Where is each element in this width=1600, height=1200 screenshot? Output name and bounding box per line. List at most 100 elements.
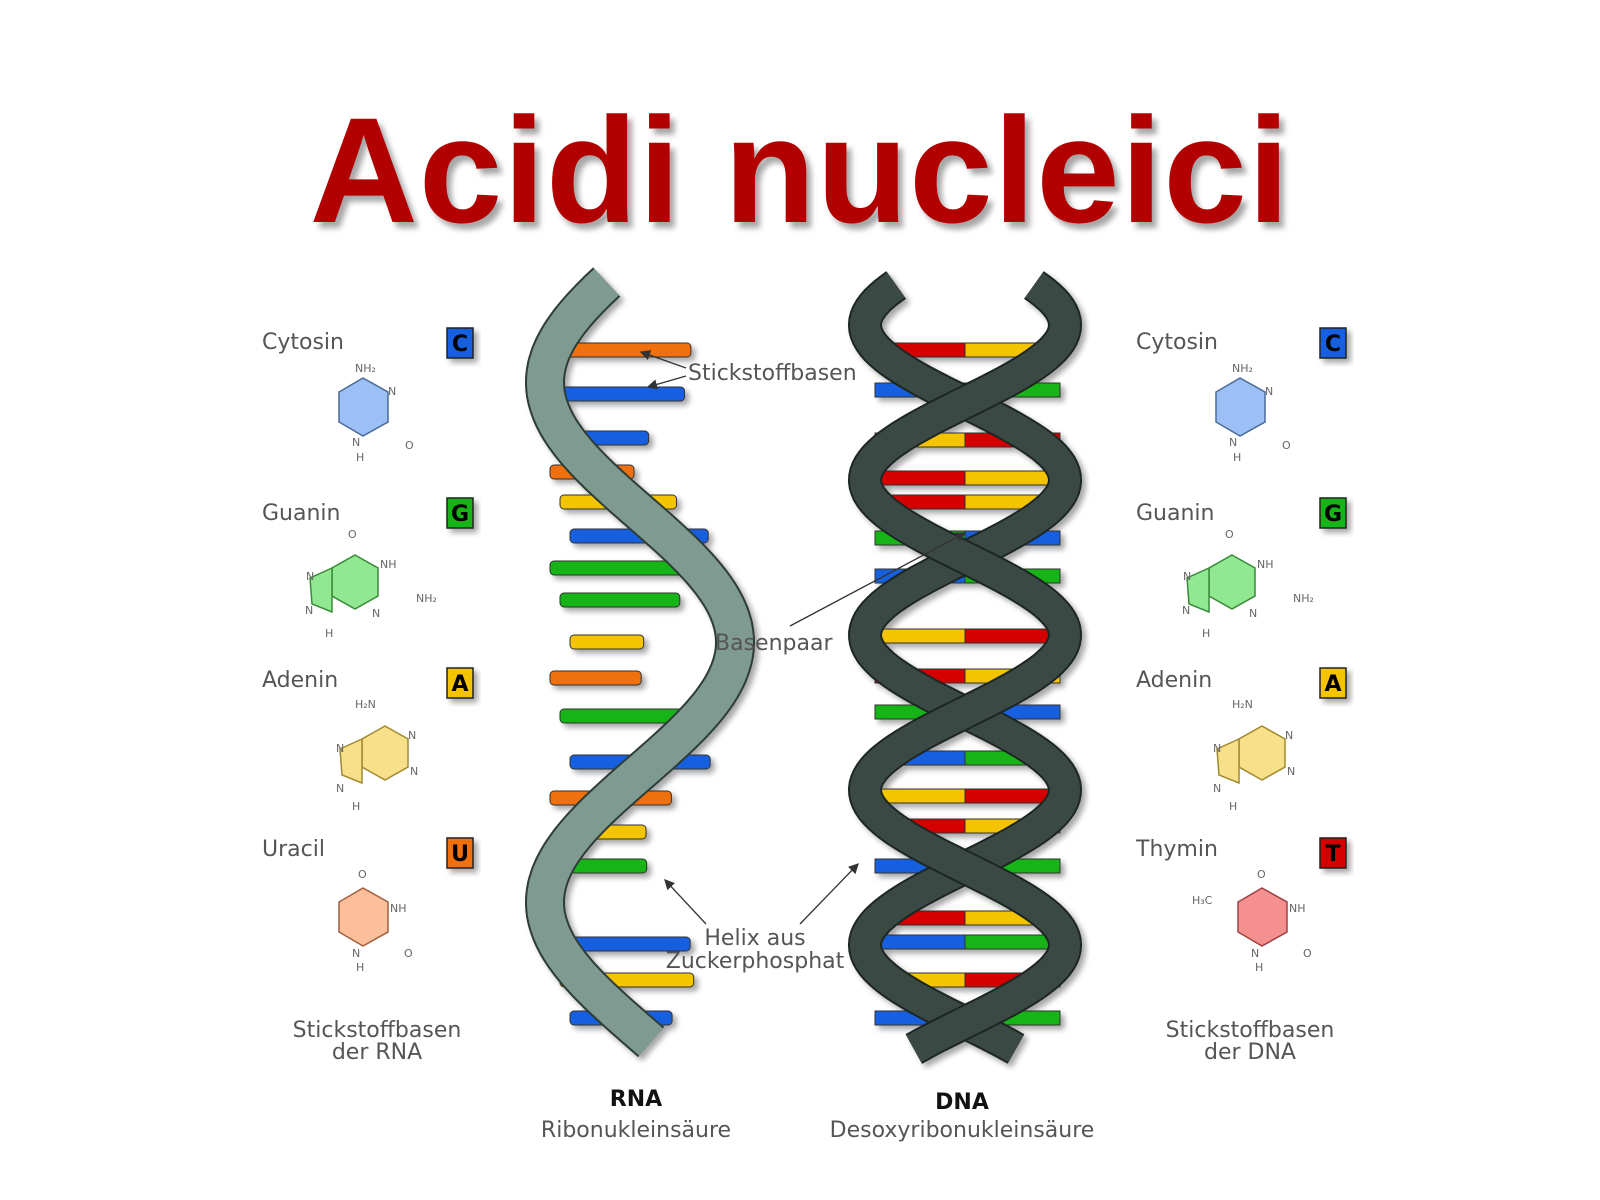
base-letter-box bbox=[1319, 497, 1347, 529]
dna-backbone-strand-b bbox=[849, 272, 1081, 1063]
rna-bases-caption: Stickstoffbasen bbox=[293, 1018, 462, 1043]
page-title: Acidi nucleici bbox=[309, 86, 1291, 254]
atom-label: N bbox=[1229, 436, 1237, 449]
base-name: Adenin bbox=[1136, 668, 1212, 693]
atom-label: NH bbox=[380, 558, 397, 571]
cytosine-ring-icon bbox=[1215, 377, 1266, 437]
atom-label: NH₂ bbox=[416, 592, 437, 605]
atom-label: N bbox=[1287, 765, 1295, 778]
atom-label: H₂N bbox=[355, 698, 376, 711]
base-letter-box bbox=[1319, 667, 1347, 699]
base-letter: U bbox=[451, 842, 469, 867]
atom-label: NH bbox=[1289, 902, 1306, 915]
adenine-ring-icon bbox=[1238, 725, 1286, 781]
atom-label: H₂N bbox=[1232, 698, 1253, 711]
atom-label: N bbox=[306, 570, 314, 583]
dna-bases-panel: Cytosin C NH₂ N N H O Guanin G O NH N NH… bbox=[1135, 327, 1347, 1065]
annotation-base-pair: Basenpaar bbox=[715, 631, 833, 656]
atom-label: H bbox=[356, 961, 364, 974]
atom-label: O bbox=[348, 528, 357, 541]
dna-bases-caption: der DNA bbox=[1204, 1040, 1296, 1065]
atom-label: O bbox=[1303, 947, 1312, 960]
base-letter-box bbox=[446, 667, 474, 699]
base-name: Thymin bbox=[1135, 837, 1218, 862]
base-name: Guanin bbox=[1136, 501, 1214, 526]
uracil-ring-icon bbox=[338, 887, 389, 947]
rna-base-bar bbox=[559, 592, 681, 608]
atom-label: H bbox=[352, 800, 360, 813]
rna-base-guanine: Guanin G O NH N NH₂ N N H bbox=[262, 497, 474, 640]
atom-label: NH bbox=[390, 902, 407, 915]
base-name: Guanin bbox=[262, 501, 340, 526]
base-letter-box bbox=[1319, 327, 1347, 359]
annotation-helix: Helix aus bbox=[704, 926, 805, 951]
atom-label: N bbox=[336, 782, 344, 795]
rna-base-bar bbox=[559, 386, 686, 402]
atom-label: N bbox=[352, 947, 360, 960]
guanine-ring-icon bbox=[331, 554, 379, 610]
atom-label: N bbox=[372, 607, 380, 620]
atom-label: N bbox=[388, 385, 396, 398]
annotation-arrow bbox=[799, 863, 859, 925]
atom-label: N bbox=[1183, 570, 1191, 583]
atom-label: N bbox=[1265, 385, 1273, 398]
atom-label: N bbox=[1213, 742, 1221, 755]
atom-label: H bbox=[1233, 451, 1241, 464]
atom-label: NH₂ bbox=[355, 362, 376, 375]
dna-bases-caption: Stickstoffbasen bbox=[1166, 1018, 1335, 1043]
base-letter: A bbox=[1324, 672, 1341, 697]
dna-base-adenine: Adenin A H₂N N N N N H bbox=[1136, 667, 1347, 813]
dna-base-thymine: Thymin T O H₃C NH N H O bbox=[1135, 837, 1347, 974]
rna-base-bar bbox=[569, 634, 645, 650]
atom-label: O bbox=[358, 868, 367, 881]
atom-label: NH₂ bbox=[1293, 592, 1314, 605]
annotation-arrow bbox=[639, 350, 687, 369]
dna-base-bar bbox=[874, 934, 966, 950]
atom-label: N bbox=[1182, 604, 1190, 617]
atom-label: N bbox=[352, 436, 360, 449]
dna-base-guanine: Guanin G O NH N NH₂ N N H bbox=[1136, 497, 1347, 640]
dna-base-bar bbox=[874, 470, 966, 486]
atom-label: H bbox=[1229, 800, 1237, 813]
base-name: Adenin bbox=[262, 668, 338, 693]
rna-base-uracil: Uracil U O NH N H O bbox=[262, 837, 474, 974]
dna-base-bar bbox=[874, 628, 966, 644]
atom-label: N bbox=[408, 729, 416, 742]
base-letter-box bbox=[446, 327, 474, 359]
atom-label: H₃C bbox=[1192, 894, 1213, 907]
atom-label: N bbox=[1213, 782, 1221, 795]
rna-base-adenine: Adenin A H₂N N N N N H bbox=[262, 667, 474, 813]
rna-bases-panel: Cytosin C NH₂ N N H O Guanin G O NH N NH… bbox=[262, 327, 474, 1065]
atom-label: O bbox=[404, 947, 413, 960]
atom-label: H bbox=[325, 627, 333, 640]
adenine-ring-icon bbox=[1216, 737, 1240, 785]
guanine-ring-icon bbox=[1208, 554, 1256, 610]
dna-base-bar bbox=[964, 628, 1061, 644]
atom-label: N bbox=[1285, 729, 1293, 742]
thymine-ring-icon bbox=[1237, 887, 1288, 947]
atom-label: N bbox=[336, 742, 344, 755]
atom-label: O bbox=[1257, 868, 1266, 881]
atom-label: NH bbox=[1257, 558, 1274, 571]
base-letter-box bbox=[446, 497, 474, 529]
dna-helix bbox=[847, 271, 1083, 1064]
annotation-helix: Zuckerphosphat bbox=[666, 949, 845, 974]
dna-backbone-strand-a bbox=[849, 272, 1081, 1063]
base-letter: C bbox=[1325, 332, 1341, 357]
rna-base-bar bbox=[549, 670, 642, 686]
atom-label: N bbox=[305, 604, 313, 617]
base-name: Uracil bbox=[262, 837, 325, 862]
annotation-arrow bbox=[646, 375, 687, 390]
rna-bases-caption: der RNA bbox=[332, 1040, 422, 1065]
atom-label: O bbox=[1282, 439, 1291, 452]
atom-label: H bbox=[1202, 627, 1210, 640]
dna-base-bar bbox=[874, 788, 966, 804]
base-letter: G bbox=[1324, 502, 1342, 527]
atom-label: O bbox=[1225, 528, 1234, 541]
annotation-nitrogen-bases: Stickstoffbasen bbox=[688, 361, 857, 386]
rna-backbone bbox=[526, 268, 754, 1056]
rna-base-cytosine: Cytosin C NH₂ N N H O bbox=[262, 327, 474, 464]
base-letter-box bbox=[1319, 837, 1347, 869]
atom-label: H bbox=[1255, 961, 1263, 974]
